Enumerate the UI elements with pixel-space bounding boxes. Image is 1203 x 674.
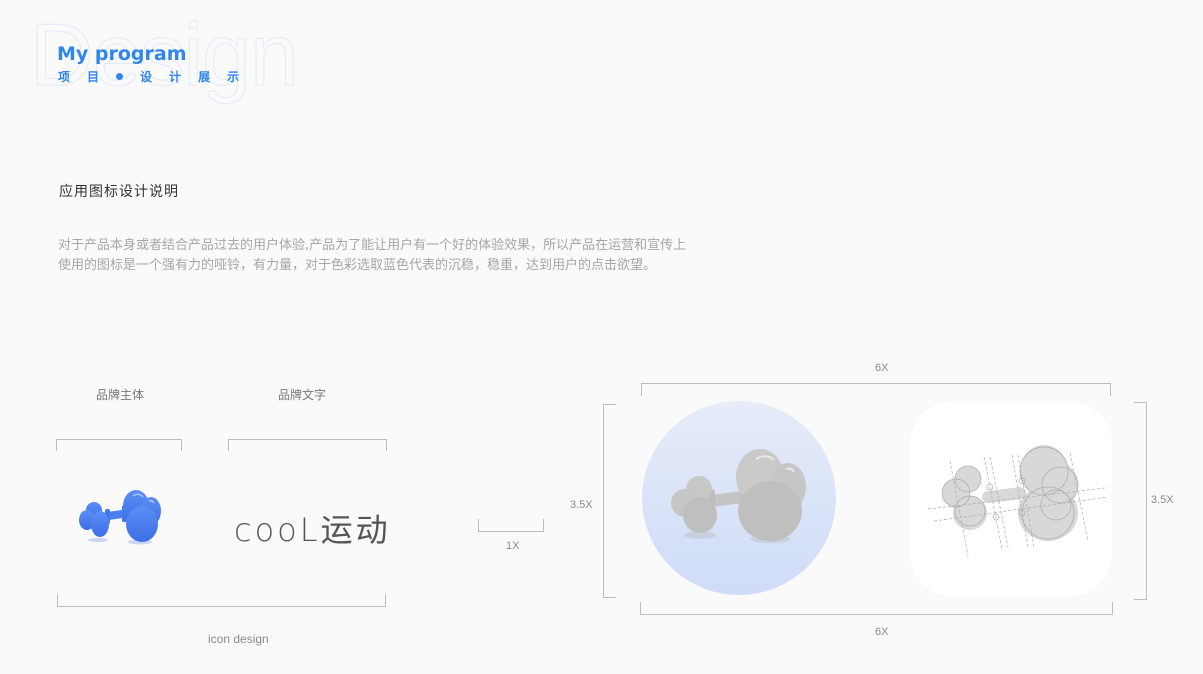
unit-scale-label: 1X <box>506 540 520 552</box>
width-top-bracket <box>641 383 1111 396</box>
icon-design-label: icon design <box>208 632 269 646</box>
description-line: 对于产品本身或者结合产品过去的用户体验,产品为了能让用户有一个好的体验效果，所以… <box>58 238 687 253</box>
round-app-icon <box>642 401 836 595</box>
subtitle-char: 示 <box>227 70 240 84</box>
height-right-bracket <box>1134 402 1147 600</box>
subtitle-char: 项 <box>58 70 71 84</box>
dumbbell-construction-grid-icon <box>927 445 1109 557</box>
program-title: My program <box>57 43 187 65</box>
section-title: 应用图标设计说明 <box>59 184 179 200</box>
program-subtitle: 项 目 设 计 展 示 <box>58 68 256 85</box>
bullet-dot-icon <box>116 73 124 80</box>
brand-text-bracket <box>228 439 387 451</box>
brand-wordmark: cooL运动 <box>234 511 391 549</box>
description-line: 使用的图标是一个强有力的哑铃，有力量，对于色彩选取蓝色代表的沉稳，稳重，达到用户… <box>58 258 657 273</box>
height-left-bracket <box>603 404 616 598</box>
subtitle-char: 设 <box>140 70 153 84</box>
width-bottom-bracket <box>640 602 1113 615</box>
brand-text-label: 品牌文字 <box>278 388 327 402</box>
background-watermark-word: Design <box>30 5 300 105</box>
width-top-label: 6X <box>875 362 889 374</box>
subtitle-char: 计 <box>169 70 182 84</box>
unit-scale-bracket <box>478 519 544 532</box>
rounded-square-app-icon <box>910 401 1112 597</box>
gray-dumbbell-icon <box>671 449 806 543</box>
brand-body-label: 品牌主体 <box>96 388 145 402</box>
subtitle-char: 目 <box>87 70 100 84</box>
subtitle-char: 展 <box>198 70 211 84</box>
section-description: 对于产品本身或者结合产品过去的用户体验,产品为了能让用户有一个好的体验效果，所以… <box>58 236 818 276</box>
icon-design-bracket <box>57 594 386 607</box>
dumbbell-icon <box>79 490 161 545</box>
brand-body-bracket <box>56 439 182 451</box>
height-right-label: 3.5X <box>1151 494 1174 506</box>
height-left-label: 3.5X <box>570 499 593 511</box>
width-bottom-label: 6X <box>875 626 889 638</box>
